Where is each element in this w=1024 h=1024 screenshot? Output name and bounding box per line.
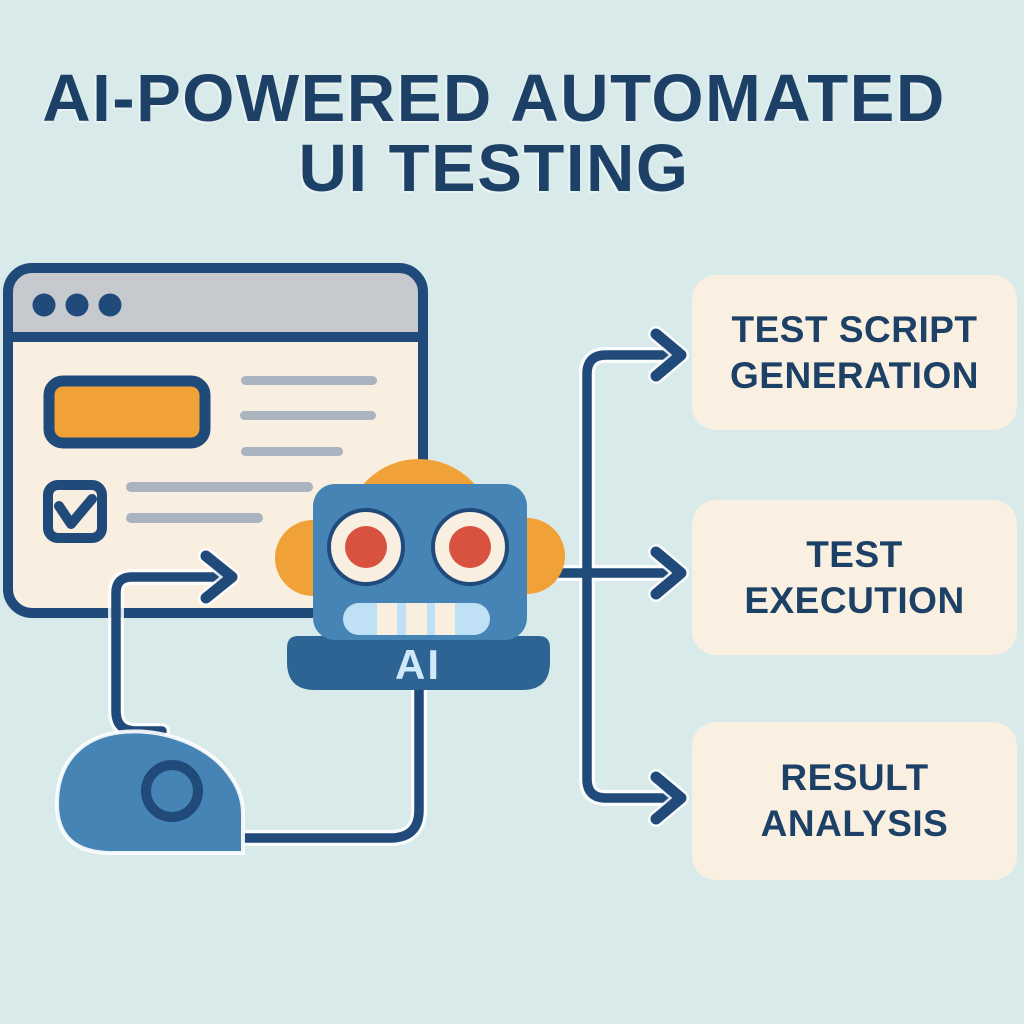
flow-box-label-line: GENERATION <box>730 354 979 396</box>
robot-mouth <box>343 603 490 635</box>
flow-box-label-line: RESULT <box>780 757 929 799</box>
mouse-illustration <box>54 680 427 855</box>
flow-box-test-script-generation: TEST SCRIPT GENERATION <box>692 275 1017 430</box>
text-line <box>240 411 376 420</box>
mouse-cable-casing <box>235 680 427 846</box>
arrow-right-icon <box>200 550 238 604</box>
browser-dot-icon <box>65 293 89 317</box>
titlebar-divider <box>8 332 423 342</box>
checkmark-icon <box>54 494 97 529</box>
robot-tooth <box>377 603 397 635</box>
title-line-1: AI-POWERED AUTOMATED <box>42 61 946 136</box>
ai-robot-icon: AI <box>275 459 565 690</box>
browser-border <box>3 263 428 618</box>
hero-banner <box>43 375 211 449</box>
robot-pupil-right <box>449 526 491 568</box>
mouse-cable <box>238 683 424 843</box>
flow-box-result-analysis: RESULT ANALYSIS <box>692 722 1017 880</box>
arrow-right-icon <box>650 546 687 600</box>
flow-line-browser-to-mouse <box>108 548 240 739</box>
robot-label: AI <box>395 641 441 688</box>
robot-tooth <box>435 603 455 635</box>
browser-dot-icon <box>32 293 56 317</box>
robot-pupil-left <box>345 526 387 568</box>
text-line <box>241 447 343 456</box>
browser-dot-icon <box>98 293 122 317</box>
mouse-scroll-wheel <box>141 760 203 822</box>
robot-base <box>287 636 550 690</box>
flow-box-label-line: TEST SCRIPT <box>731 308 978 350</box>
flow-box-label: TEST EXECUTION <box>744 532 964 624</box>
flow-box-label: RESULT ANALYSIS <box>761 755 949 847</box>
text-line <box>241 376 377 385</box>
page-title: AI-POWERED AUTOMATED UI TESTING <box>0 61 1006 207</box>
flow-box-label-line: ANALYSIS <box>760 803 949 844</box>
text-line <box>126 513 263 523</box>
arrow-right-icon <box>650 328 687 382</box>
browser-titlebar <box>8 268 423 342</box>
robot-tooth <box>406 603 427 635</box>
browser-window-illustration <box>3 263 428 618</box>
flow-box-label: TEST SCRIPT GENERATION <box>730 307 979 399</box>
flow-box-test-execution: TEST EXECUTION <box>692 500 1017 655</box>
flow-box-label-line: TEST <box>806 533 903 575</box>
text-line <box>126 482 313 492</box>
flow-box-label-line: EXECUTION <box>744 579 965 621</box>
title-line-2: UI TESTING <box>298 131 690 207</box>
arrow-right-icon <box>650 771 687 825</box>
flow-connector <box>548 326 689 827</box>
